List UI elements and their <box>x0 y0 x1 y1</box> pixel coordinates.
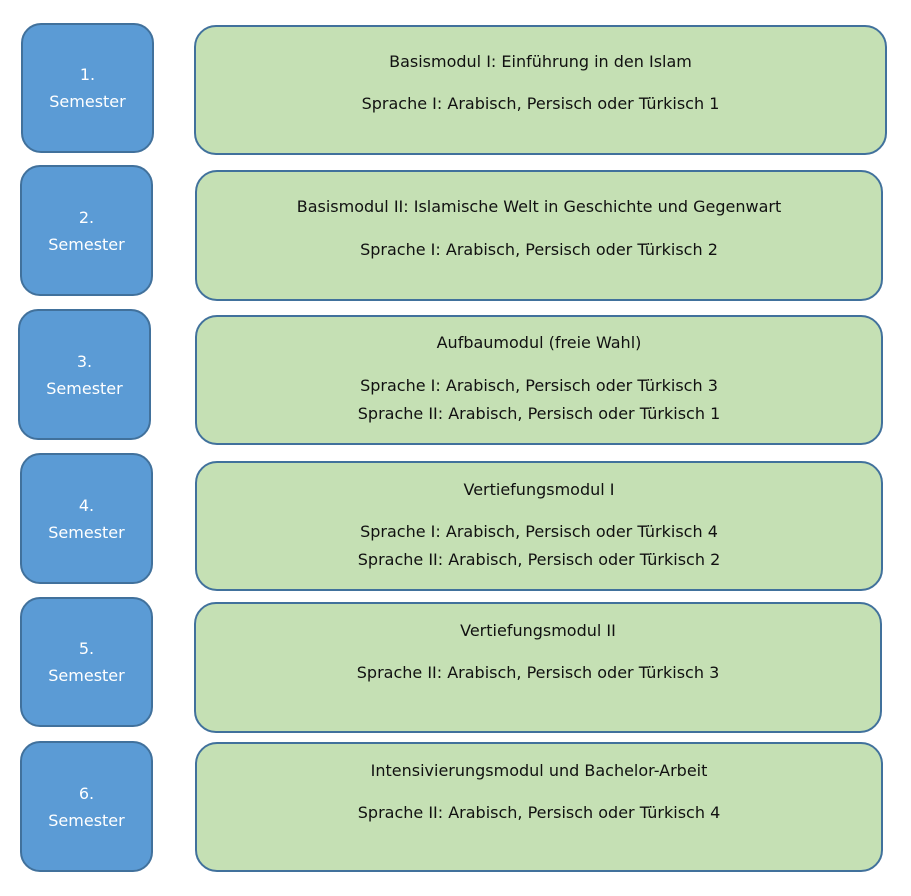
semester-label: Semester <box>48 522 125 542</box>
module-language-lines: Sprache I: Arabisch, Persisch oder Türki… <box>197 518 881 574</box>
module-language-line: Sprache II: Arabisch, Persisch oder Türk… <box>357 550 721 569</box>
semester-number: 3. <box>76 351 93 371</box>
module-title: Vertiefungsmodul II <box>460 621 616 640</box>
semester-label: Semester <box>49 92 126 111</box>
module-title: Aufbaumodul (freie Wahl) <box>436 333 642 352</box>
module-language-lines: Sprache II: Arabisch, Persisch oder Türk… <box>196 659 880 687</box>
semester-box-3: 3. Semester <box>18 309 151 440</box>
semester-label: Semester <box>46 378 123 398</box>
semester-label: Semester <box>48 810 125 830</box>
semester-label: Semester <box>48 666 125 685</box>
semester-number: 5. <box>78 639 95 658</box>
module-language-line: Sprache I: Arabisch, Persisch oder Türki… <box>360 376 718 395</box>
semester-box-6: 6. Semester <box>20 741 153 872</box>
module-title: Basismodul I: Einführung in den Islam <box>389 52 692 71</box>
semester-box-2: 2. Semester <box>20 165 153 296</box>
semester-box-1: 1. Semester <box>21 23 154 153</box>
module-title: Basismodul II: Islamische Welt in Geschi… <box>296 197 782 216</box>
module-language-lines: Sprache I: Arabisch, Persisch oder Türki… <box>197 372 881 428</box>
module-language-line: Sprache I: Arabisch, Persisch oder Türki… <box>360 522 718 541</box>
semester-number: 1. <box>79 65 96 84</box>
semester-label: Semester <box>48 234 125 254</box>
module-box-4: Vertiefungsmodul I Sprache I: Arabisch, … <box>195 461 883 591</box>
module-language-lines: Sprache I: Arabisch, Persisch oder Türki… <box>197 236 881 264</box>
module-box-1: Basismodul I: Einführung in den Islam Sp… <box>194 25 887 155</box>
module-language-line: Sprache II: Arabisch, Persisch oder Türk… <box>357 404 721 423</box>
module-language-lines: Sprache II: Arabisch, Persisch oder Türk… <box>197 799 881 827</box>
module-language-lines: Sprache I: Arabisch, Persisch oder Türki… <box>196 90 885 118</box>
module-language-line: Sprache I: Arabisch, Persisch oder Türki… <box>361 94 720 113</box>
semester-number: 6. <box>78 783 95 803</box>
module-box-6: Intensivierungsmodul und Bachelor-Arbeit… <box>195 742 883 872</box>
semester-box-4: 4. Semester <box>20 453 153 584</box>
module-title: Intensivierungsmodul und Bachelor-Arbeit <box>370 761 708 780</box>
module-language-line: Sprache I: Arabisch, Persisch oder Türki… <box>360 240 718 259</box>
module-box-5: Vertiefungsmodul II Sprache II: Arabisch… <box>194 602 882 733</box>
semester-box-5: 5. Semester <box>20 597 153 727</box>
semester-number: 2. <box>78 207 95 227</box>
module-language-line: Sprache II: Arabisch, Persisch oder Türk… <box>357 803 721 822</box>
semester-number: 4. <box>78 495 95 515</box>
module-box-2: Basismodul II: Islamische Welt in Geschi… <box>195 170 883 301</box>
module-box-3: Aufbaumodul (freie Wahl) Sprache I: Arab… <box>195 315 883 445</box>
module-language-line: Sprache II: Arabisch, Persisch oder Türk… <box>356 663 720 682</box>
module-title: Vertiefungsmodul I <box>463 480 615 499</box>
